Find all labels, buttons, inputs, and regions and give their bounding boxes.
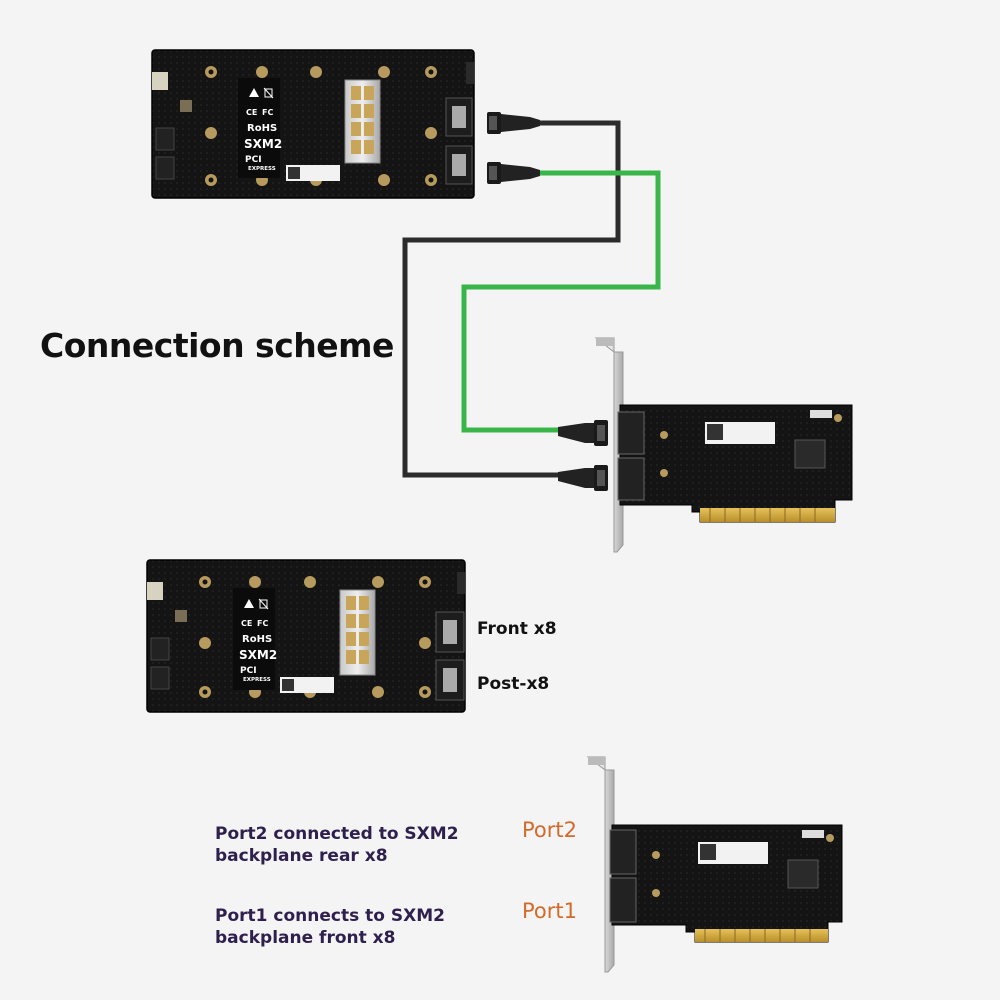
weee-bin-icon [263, 87, 274, 99]
sxm2-silk-label: SXM2 [239, 648, 277, 662]
fc-mark: FC [262, 108, 273, 117]
weee-bin-icon [258, 598, 269, 610]
express-label: EXPRESS [243, 677, 271, 683]
rohs-label: RoHS [242, 634, 272, 645]
port1-note: Port1 connects to SXM2 backplane front x… [215, 905, 445, 949]
warning-triangle-icon [244, 599, 254, 608]
port2-note: Port2 connected to SXM2 backplane rear x… [215, 823, 459, 867]
port2-note-line1: Port2 connected to SXM2 [215, 824, 459, 844]
cable-green [461, 170, 661, 433]
sxm2-board-middle [146, 559, 466, 713]
ce-mark: CE [241, 619, 252, 628]
cable-connector-top-1 [487, 112, 540, 134]
cable-connector-card-1 [558, 420, 608, 446]
port1-note-line2: backplane front x8 [215, 928, 396, 948]
rohs-label: RoHS [247, 123, 277, 134]
port1-label: Port1 [522, 899, 577, 923]
adapter-card-top [594, 337, 853, 553]
post-x8-label: Post-x8 [477, 674, 550, 694]
cable-connector-top-2 [487, 162, 540, 184]
sxm2-silk-label: SXM2 [244, 137, 282, 151]
page-title: Connection scheme [40, 326, 394, 365]
cable-black [402, 120, 621, 478]
port2-label: Port2 [522, 818, 577, 842]
pci-label: PCI [240, 666, 257, 676]
cable-connector-card-2 [558, 465, 608, 491]
express-label: EXPRESS [248, 166, 276, 172]
port2-note-line2: backplane rear x8 [215, 846, 388, 866]
pci-label: PCI [245, 155, 262, 165]
ce-mark: CE [246, 108, 257, 117]
adapter-card-bottom [586, 756, 843, 973]
front-x8-label: Front x8 [477, 619, 557, 639]
fc-mark: FC [257, 619, 268, 628]
warning-triangle-icon [249, 88, 259, 97]
port1-note-line1: Port1 connects to SXM2 [215, 906, 445, 926]
sxm2-board-top [151, 49, 475, 199]
